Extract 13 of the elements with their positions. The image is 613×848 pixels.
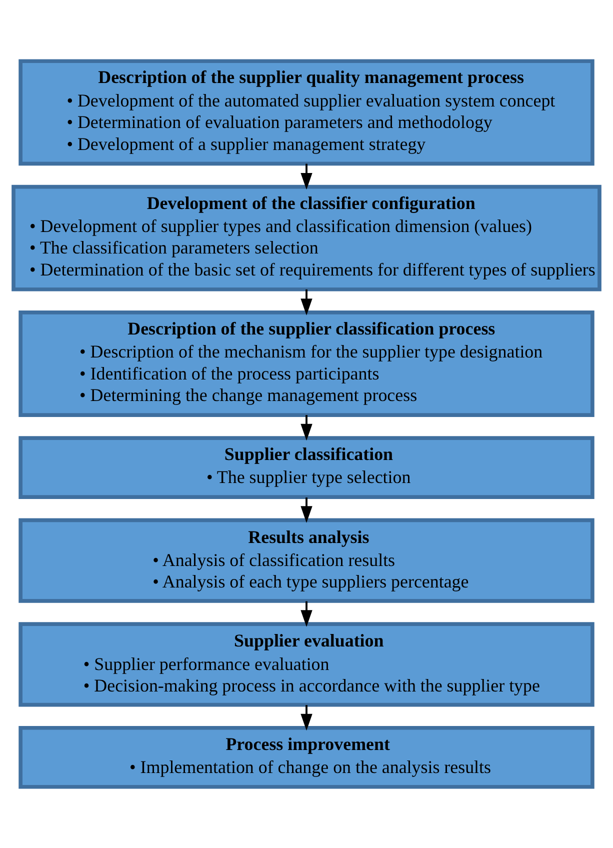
arrow [300,705,312,731]
arrow [300,415,312,441]
node-box: Description of the supplier classification process • Description of the mechanism for the supplier type designation • Identification of the process participants • Determining the change management process [18,310,594,417]
arrow [300,497,312,523]
node-box: Description of the supplier quality management process • Development of the automated supplier evaluation system concept • Determination of evaluation parameters and methodology • Development of a supplier management strategy [18,59,594,166]
arrow [300,601,312,627]
arrow [300,289,312,316]
node-box: Process improvement • Implementation of change on the analysis results [18,726,594,789]
node-box: Supplier evaluation • Supplier performance evaluation • Decision-making process in accordance with the supplier type [18,622,594,707]
node-box: Development of the classifier configuration • Development of supplier types and classification dimension (values) • The classification parameters selection • Determination of the basic set of requirements for different types of suppliers [12,184,602,292]
node-box: Results analysis • Analysis of classification results • Analysis of each type suppliers percentage [18,518,594,603]
node-box: Supplier classification • The supplier type selection [18,436,594,499]
arrow [300,164,312,190]
